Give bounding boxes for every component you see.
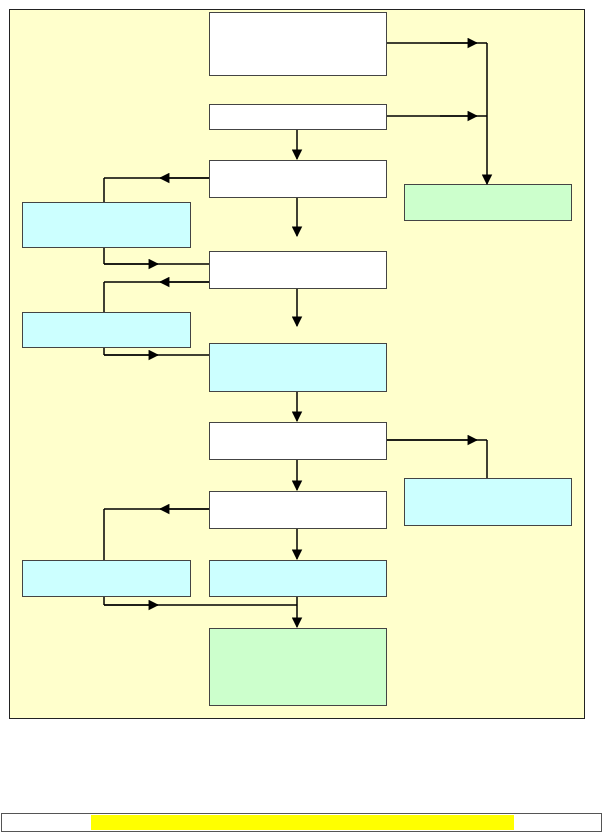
- flow-box-left-2: [22, 312, 191, 348]
- flow-box-8: [209, 560, 387, 597]
- flow-box-final: [209, 628, 387, 706]
- flow-box-5: [209, 343, 387, 392]
- footer-bar: [1, 813, 602, 832]
- flow-box-left-1: [22, 202, 191, 248]
- flow-box-3: [209, 160, 387, 198]
- flow-box-6: [209, 422, 387, 460]
- footer-highlight: [91, 815, 514, 830]
- flow-box-4: [209, 251, 387, 289]
- flow-box-left-3: [22, 560, 191, 597]
- flow-box-right-1: [404, 184, 572, 221]
- flow-box-7: [209, 491, 387, 529]
- flow-box-2: [209, 104, 387, 130]
- flow-box-right-2: [404, 478, 572, 526]
- flow-box-top: [209, 12, 387, 76]
